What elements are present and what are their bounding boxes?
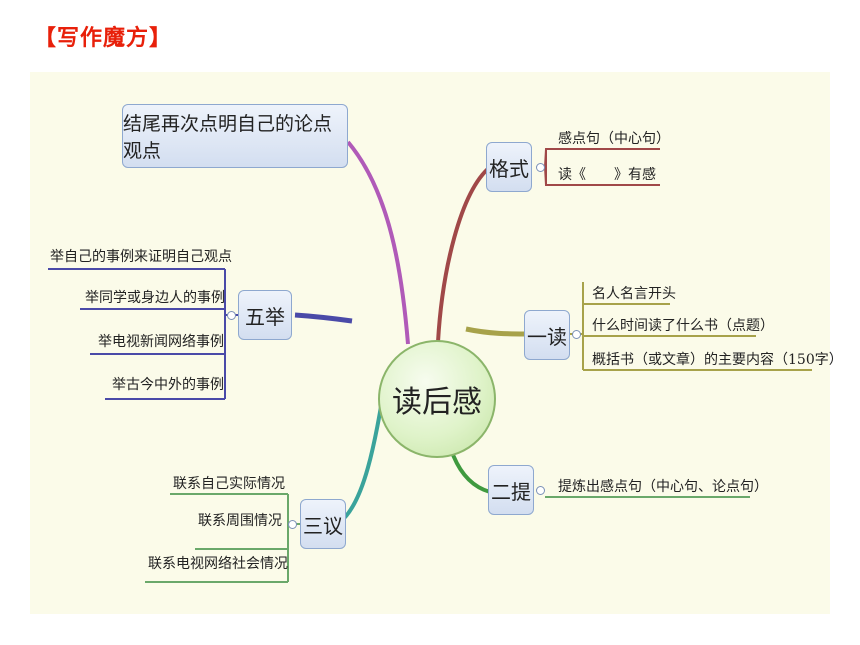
branch-yidu[interactable]: 一读: [524, 310, 570, 360]
collapse-yidu[interactable]: [572, 330, 581, 339]
branch-sanyi[interactable]: 三议: [300, 499, 346, 549]
wuju-item-1: 举同学或身边人的事例: [85, 290, 225, 306]
wuju-item-3: 举古今中外的事例: [112, 377, 224, 393]
link-top: [346, 140, 410, 345]
page-title: 【写作魔方】: [34, 26, 173, 51]
collapse-wuju[interactable]: [227, 311, 236, 320]
wuju-item-0: 举自己的事例来证明自己观点: [50, 249, 232, 265]
sanyi-item-2: 联系电视网络社会情况: [148, 556, 288, 572]
collapse-erti[interactable]: [536, 486, 545, 495]
sanyi-item-0: 联系自己实际情况: [173, 476, 285, 492]
wuju-leaf-lines: [48, 268, 238, 400]
wuju-item-2: 举电视新闻网络事例: [98, 334, 224, 350]
yidu-item-1: 什么时间读了什么书（点题）: [592, 318, 774, 334]
collapse-gesi[interactable]: [536, 163, 545, 172]
link-wuju: [294, 312, 353, 324]
yidu-item-2: 概括书（或文章）的主要内容（150字）: [592, 352, 843, 368]
gesi-leaf-lines: [544, 148, 660, 186]
yidu-leaf-lines: [582, 282, 812, 371]
branch-erti[interactable]: 二提: [488, 465, 534, 515]
yidu-item-0: 名人名言开头: [592, 286, 676, 302]
center-topic[interactable]: 读后感: [378, 340, 496, 458]
erti-item-0: 提炼出感点句（中心句、论点句）: [558, 479, 768, 495]
gesi-item-0: 感点句（中心句）: [558, 131, 670, 147]
sanyi-leaf-lines: [145, 493, 300, 583]
connector-lines: [48, 140, 812, 583]
branch-wuju[interactable]: 五举: [238, 290, 292, 340]
branch-gesi[interactable]: 格式: [486, 142, 532, 192]
sanyi-item-1: 联系周围情况: [198, 513, 282, 529]
collapse-sanyi[interactable]: [288, 520, 297, 529]
mind-map-canvas: 读后感 结尾再次点明自己的论点观点 格式 感点句（中心句） 读《 》有感 一读 …: [30, 72, 843, 614]
conclusion-node[interactable]: 结尾再次点明自己的论点观点: [122, 104, 348, 168]
link-yidu: [465, 326, 526, 337]
gesi-item-1: 读《 》有感: [558, 167, 656, 183]
link-gesi: [436, 165, 492, 343]
